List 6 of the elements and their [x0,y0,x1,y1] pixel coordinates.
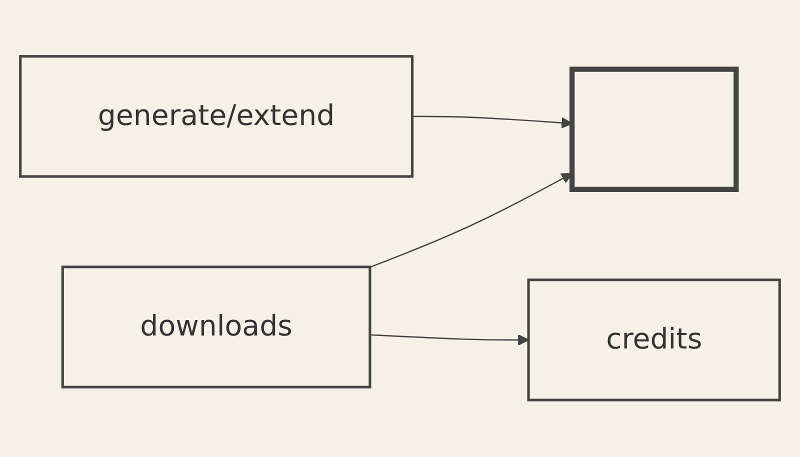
node-box [61,266,372,389]
arrow [370,334,530,346]
diagram: credits generate/extend downloads [10,46,790,411]
node-box [19,55,414,178]
node-box [569,66,739,192]
node-box [527,278,781,402]
